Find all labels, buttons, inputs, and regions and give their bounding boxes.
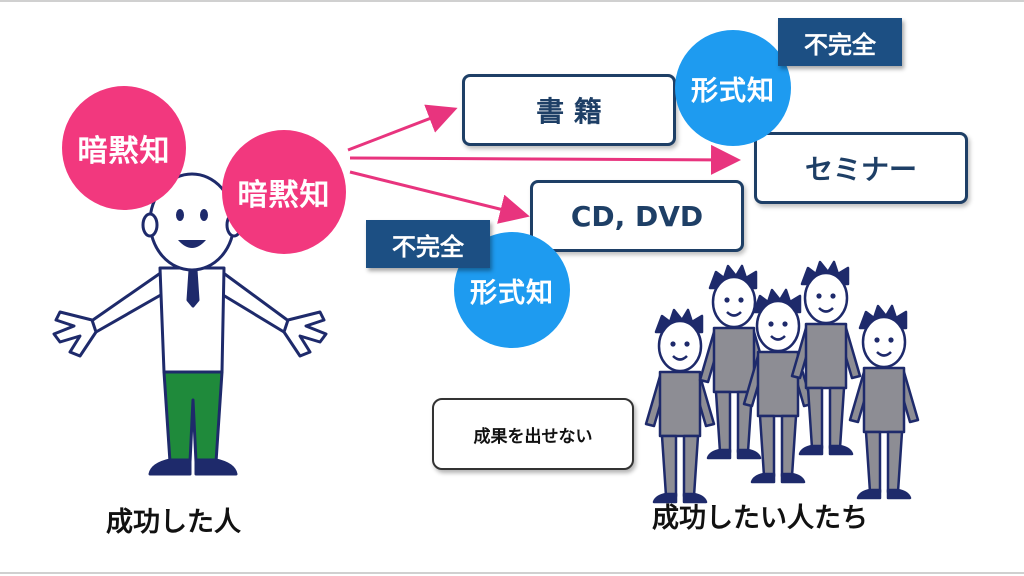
incomplete-badge-label-top: 不完全 [804, 30, 876, 59]
seminar-box: セミナー [754, 132, 968, 204]
explicit-knowledge-label-bottom: 形式知 [470, 277, 554, 309]
left-ear [141, 212, 159, 238]
tacit-knowledge-circle-1: 暗黙知 [62, 86, 186, 210]
arrow-to-book [347, 104, 458, 152]
tacit-knowledge-circle-2: 暗黙知 [222, 130, 346, 254]
aspiring-people-caption: 成功したい人たち [652, 503, 868, 534]
book-box: 書 籍 [462, 74, 676, 146]
top-border [0, 0, 1024, 2]
tacit-knowledge-label-1: 暗黙知 [77, 134, 171, 169]
book-label: 書 籍 [536, 95, 602, 128]
left-eye [176, 209, 184, 221]
left-hand [52, 310, 98, 358]
smile [178, 240, 206, 248]
arrow-to-seminar [349, 144, 741, 175]
left-shoe [148, 458, 192, 476]
group-person-5 [848, 304, 920, 500]
result-label: 成果を出せない [473, 426, 593, 447]
arrow-to-cd [349, 170, 530, 224]
successful-person-caption: 成功した人 [106, 507, 241, 538]
group-person-4 [790, 260, 862, 456]
group-person-1 [644, 308, 716, 504]
explicit-knowledge-label-top: 形式知 [691, 75, 775, 107]
cd-dvd-box: CD, DVD [530, 180, 744, 252]
right-hand [282, 310, 328, 358]
incomplete-badge-top: 不完全 [778, 18, 902, 66]
seminar-label: セミナー [804, 153, 917, 186]
right-eye [200, 209, 208, 221]
result-box: 成果を出せない [432, 398, 634, 470]
tacit-knowledge-label-2: 暗黙知 [237, 178, 331, 213]
right-shoe [194, 458, 238, 476]
bottom-border [0, 572, 1024, 574]
incomplete-badge-bottom: 不完全 [366, 220, 490, 268]
cd-dvd-label: CD, DVD [570, 199, 704, 233]
explicit-knowledge-circle-top: 形式知 [675, 30, 791, 146]
incomplete-badge-label-bottom: 不完全 [392, 232, 464, 261]
